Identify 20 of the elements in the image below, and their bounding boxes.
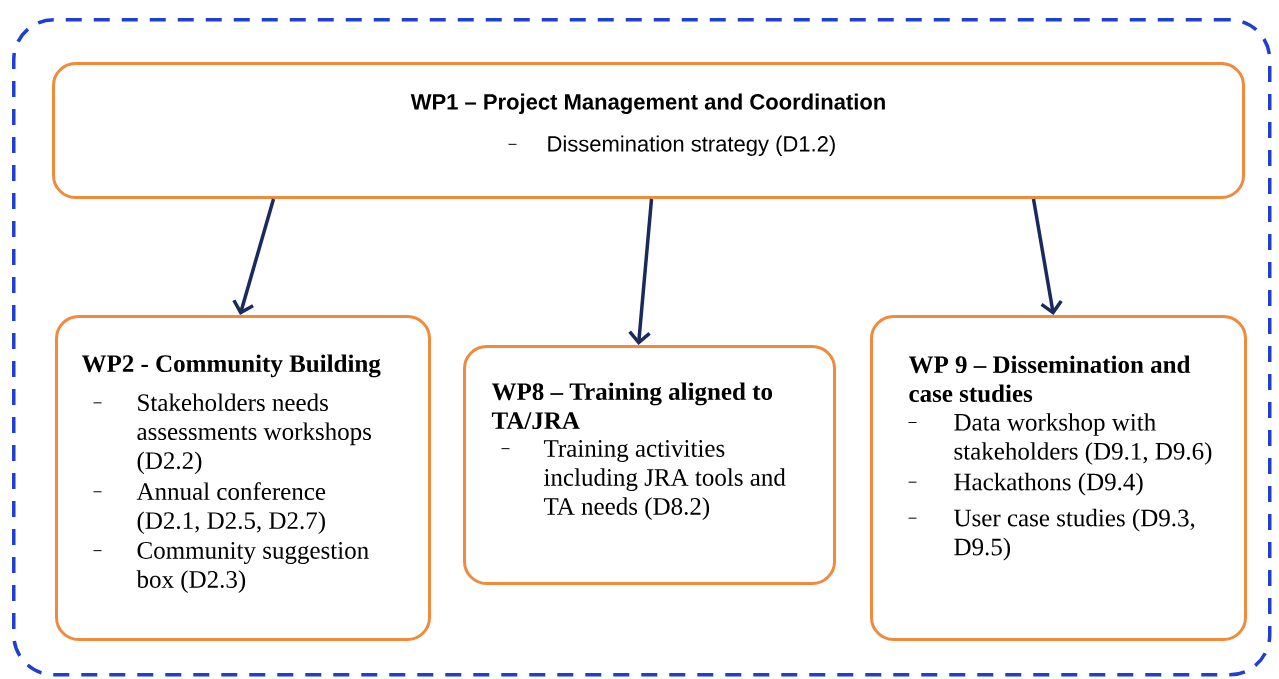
bullet-text: Community suggestion box (D2.3) — [136, 542, 369, 593]
box-heading: WP2 - Community Building — [81, 354, 381, 378]
arrow — [628, 198, 654, 345]
bullet-text: Stakeholders needs assessments workshops (D2.2) — [137, 393, 371, 475]
work-package-box — [52, 62, 1245, 199]
arrow — [1031, 198, 1063, 315]
dashed-frame — [12, 18, 1272, 677]
bullet-text: Data workshop with stakeholders (D9.1, D9.6) — [954, 413, 1212, 465]
box-heading: WP8 – Training aligned to TA/JRA — [491, 382, 773, 430]
arrow — [232, 198, 276, 315]
work-package-box — [463, 345, 836, 585]
bullet-text: User case studies (D9.3, D9.5) — [954, 508, 1195, 561]
work-package-box — [870, 315, 1247, 641]
bullet-text: Dissemination strategy (D1.2) — [548, 135, 835, 156]
bullet-text: Annual conference (D2.1, D2.5, D2.7) — [136, 482, 326, 535]
work-package-box — [55, 315, 431, 641]
bullet-text: Training activities including JRA tools and TA needs (D8.2) — [543, 440, 786, 520]
box-heading: WP 9 – Dissemination and case studies — [908, 355, 1191, 403]
bullet-text: Hackathons (D9.4) — [954, 472, 1143, 496]
box-heading: WP1 – Project Management and Coordination — [410, 93, 885, 115]
